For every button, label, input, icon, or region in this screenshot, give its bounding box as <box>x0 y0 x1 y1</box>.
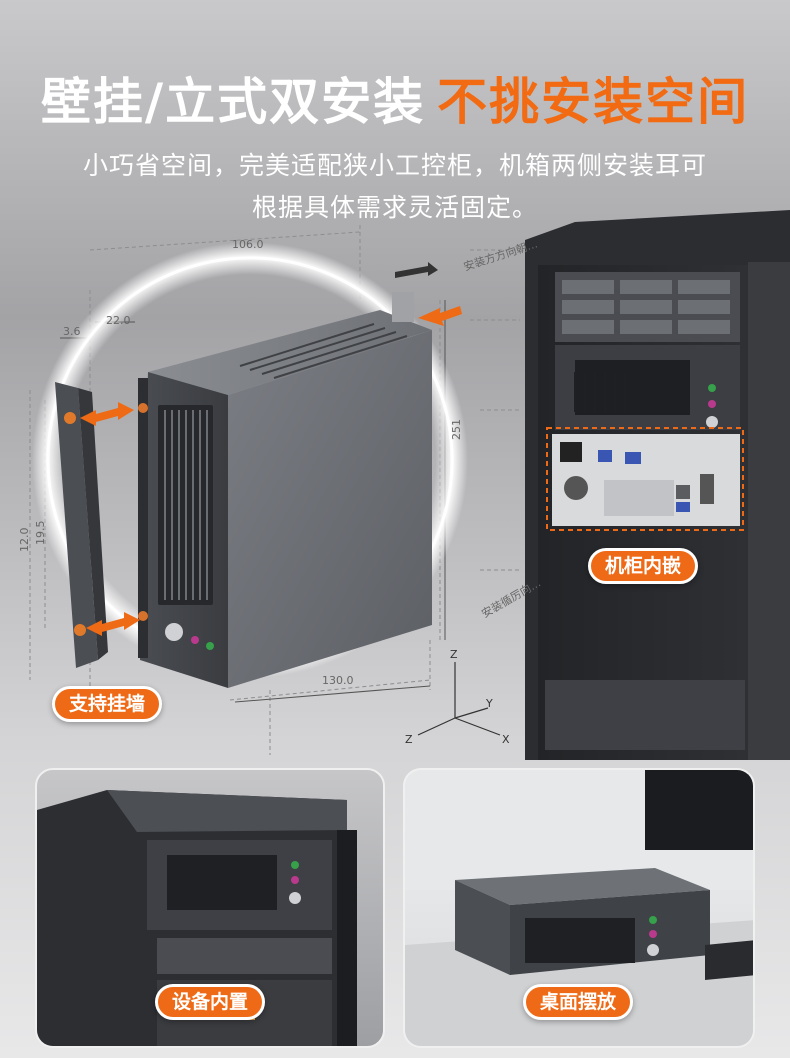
headline-part2: 不挑安装空间 <box>437 73 750 131</box>
dim-height: 251 <box>450 419 463 440</box>
subtitle-line2: 根据具体需求灵活固定。 <box>251 193 538 222</box>
dim-hole-pitch: 19.5 <box>34 520 47 546</box>
dim-depth: 130.0 <box>322 674 354 687</box>
panel-desktop: 桌面摆放 <box>403 768 755 1048</box>
mounting-bracket <box>55 382 108 668</box>
axis-z-left: Z <box>405 733 413 746</box>
chassis-illustration <box>138 310 432 688</box>
panel-device-inside: 设备内置 <box>35 768 385 1048</box>
main-illustration <box>29 210 790 760</box>
mount-arrows <box>80 306 462 636</box>
dim-ear-thickness: 3.6 <box>63 325 81 338</box>
desktop-illustration <box>405 770 753 1046</box>
subtitle-line1: 小巧省空间，完美适配狭小工控柜，机箱两侧安装耳可 <box>82 151 707 180</box>
headline: 壁挂/立式双安装不挑安装空间 <box>0 62 790 134</box>
dim-ear-offset: 22.0 <box>106 314 131 327</box>
badge-cabinet-embed: 机柜内嵌 <box>588 548 699 584</box>
axis-y: Y <box>486 697 493 710</box>
badge-device-inside: 设备内置 <box>155 984 266 1020</box>
badge-desktop: 桌面摆放 <box>523 984 634 1020</box>
headline-part1: 壁挂/立式双安装 <box>40 73 426 131</box>
axis-x: X <box>502 733 510 746</box>
dim-hole-span: 12.0 <box>18 527 31 553</box>
rack-cabinet <box>525 210 790 760</box>
dim-width-total: 106.0 <box>232 238 264 251</box>
badge-wall-mount: 支持挂墙 <box>52 686 163 722</box>
axis-z-top: Z <box>450 648 458 661</box>
axis-gizmo <box>417 662 501 736</box>
